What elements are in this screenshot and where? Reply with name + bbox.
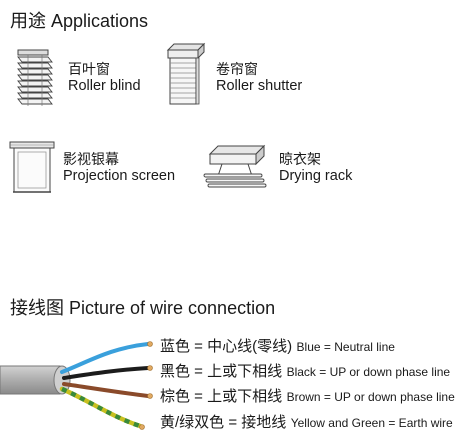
wire-label-zh: 蓝色 = 中心线(零线) [160, 338, 293, 355]
app-label-zh: 影视银幕 [63, 151, 119, 167]
app-label-en: Projection screen [63, 168, 176, 184]
wire-legend-row: 棕色 = 上或下相线 Brown = UP or down phase line [160, 389, 455, 405]
drying-rack-icon [203, 144, 267, 188]
app-label-zh: 晾衣架 [279, 151, 321, 167]
wire-legend-row: 蓝色 = 中心线(零线) Blue = Neutral line [160, 339, 395, 355]
wire-label-zh: 棕色 = 上或下相线 [160, 388, 283, 405]
wire-label-en: Brown = UP or down phase line [286, 390, 455, 404]
app-label-en: Roller blind [68, 78, 141, 94]
applications-heading: 用途 Applications [10, 11, 149, 31]
venetian-blind-icon [17, 49, 53, 106]
app-label-zh: 卷帘窗 [216, 61, 258, 77]
app-label-en: Drying rack [279, 168, 353, 184]
app-label-zh: 百叶窗 [68, 61, 110, 77]
wire-black [62, 366, 150, 380]
wire-earth-stripe [61, 386, 141, 429]
projection-screen-icon [9, 141, 55, 193]
wire-label-en: Blue = Neutral line [296, 340, 395, 354]
wire-blue [60, 342, 150, 374]
wire-brown [62, 382, 150, 398]
cable-end [53, 365, 71, 395]
cable-diagram [0, 341, 153, 430]
wire-legend-row: 黄/绿双色 = 接地线 Yellow and Green = Earth wir… [160, 415, 453, 431]
wire-label-en: Black = UP or down phase line [286, 365, 451, 379]
wire-label-en: Yellow and Green = Earth wire [290, 416, 453, 430]
roller-shutter-icon [166, 42, 206, 105]
wire-legend-row: 黑色 = 上或下相线 Black = UP or down phase line [160, 364, 450, 380]
app-label-en: Roller shutter [216, 78, 303, 94]
wire-label-zh: 黑色 = 上或下相线 [160, 363, 283, 380]
wiring-heading: 接线图 Picture of wire connection [10, 298, 276, 318]
wire-label-zh: 黄/绿双色 = 接地线 [160, 414, 287, 431]
